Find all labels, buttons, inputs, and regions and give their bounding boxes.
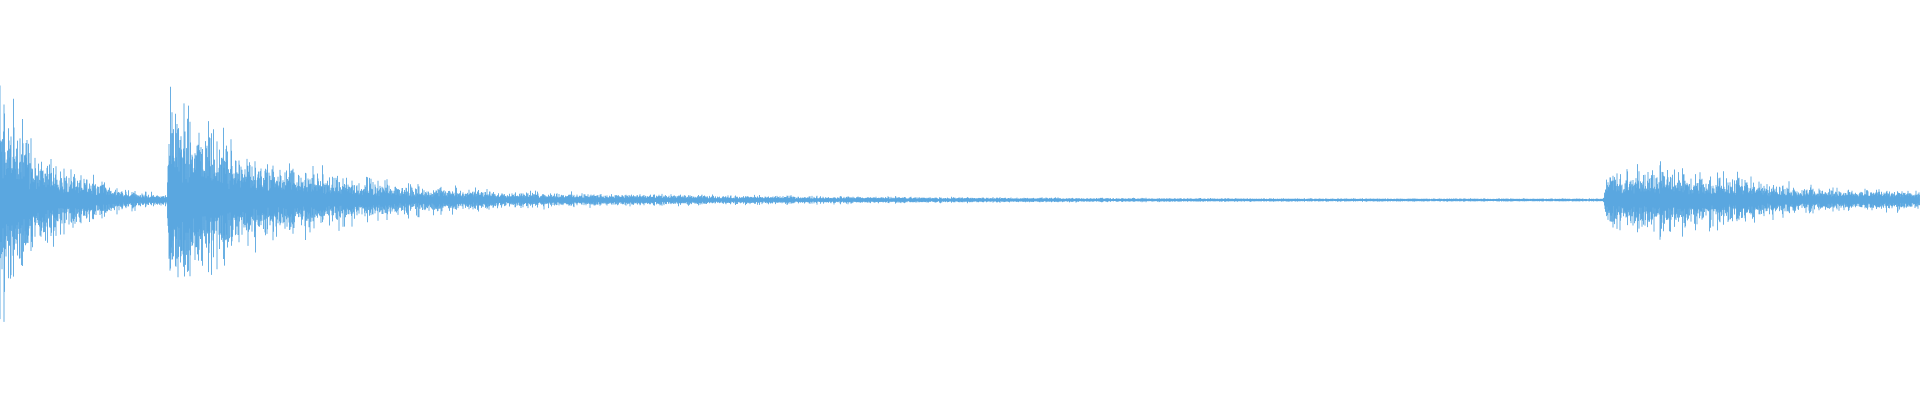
waveform-trace: [0, 85, 1920, 322]
waveform-path: [0, 85, 1920, 322]
